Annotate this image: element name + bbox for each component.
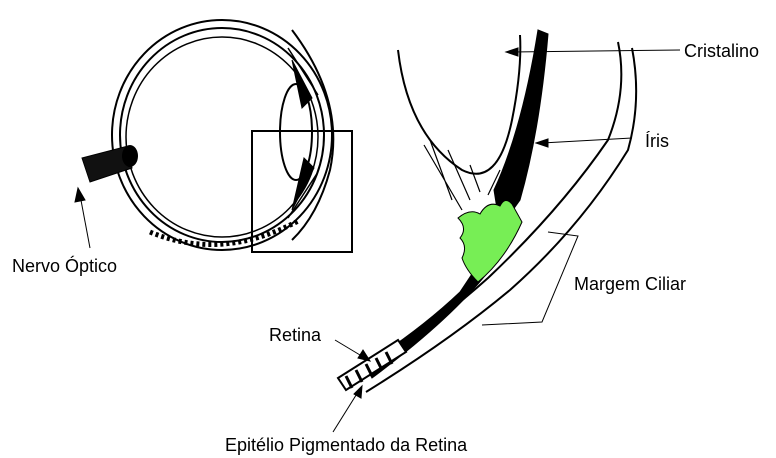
whole-eye-illustration <box>82 20 333 250</box>
lens-outline <box>398 35 520 174</box>
label-epitelio: Epitélio Pigmentado da Retina <box>225 436 467 454</box>
label-iris: Íris <box>645 132 669 150</box>
label-margem-ciliar: Margem Ciliar <box>574 275 686 293</box>
label-cristalino: Cristalino <box>684 42 759 60</box>
enlarged-detail <box>338 30 636 392</box>
ciliary-margin-green <box>458 200 522 282</box>
eye-outer-wall <box>112 20 332 250</box>
label-retina: Retina <box>269 326 321 344</box>
label-nervo-optico: Nervo Óptico <box>12 257 117 275</box>
